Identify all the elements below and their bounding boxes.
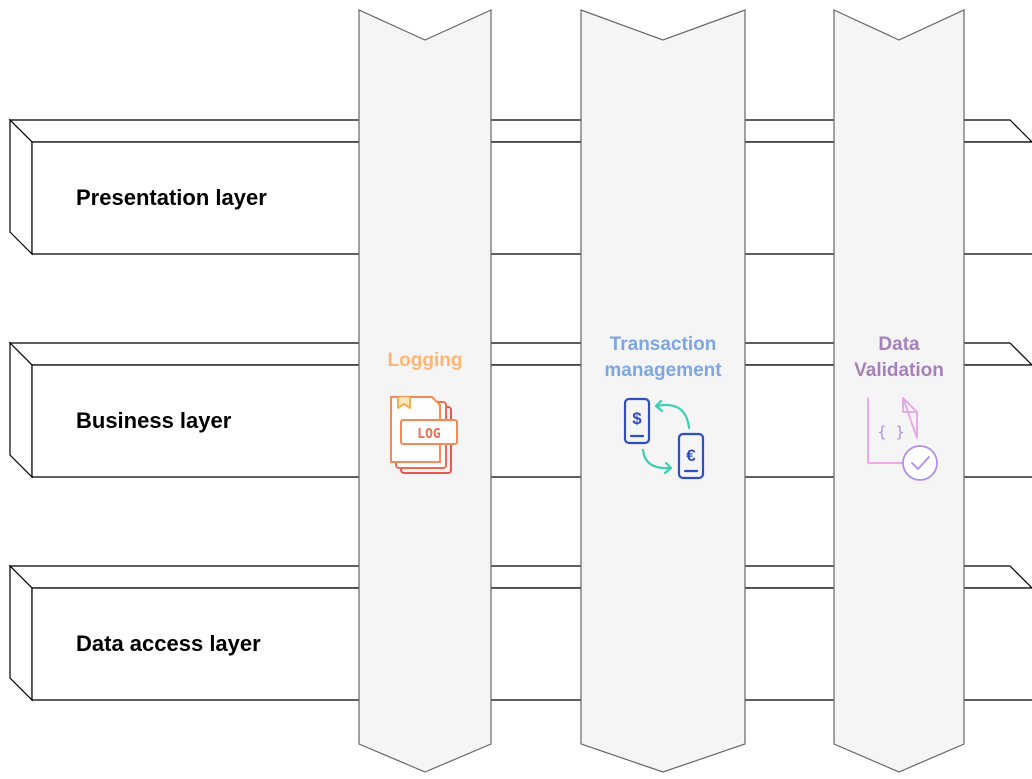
concern-title: Transaction <box>610 334 717 355</box>
code-check-icon: { } <box>867 397 938 481</box>
dollar-glyph: $ <box>632 409 642 428</box>
validation-icon-text: { } <box>877 423 904 441</box>
euro-glyph: € <box>686 446 696 465</box>
concern-logging: Logging LOG <box>358 9 492 773</box>
concern-chevron <box>580 9 746 773</box>
layer-presentation: Presentation layer <box>8 118 1032 256</box>
concern-title: Logging <box>388 350 463 371</box>
layer-slab-front <box>31 364 1032 478</box>
concern-chevron <box>358 9 492 773</box>
layer-label: Data access layer <box>76 631 261 656</box>
layer-slab-side <box>9 118 33 256</box>
currency-exchange-icon: $ € <box>623 397 705 480</box>
concern-data-validation: Data Validation { } <box>833 9 965 773</box>
layer-label: Business layer <box>76 408 232 433</box>
layer-label: Presentation layer <box>76 185 267 210</box>
concern-transaction-management: Transaction management $ € <box>580 9 746 773</box>
layer-slab-side <box>9 564 33 702</box>
concern-title: management <box>604 360 722 381</box>
log-file-icon: LOG <box>390 396 458 474</box>
log-icon-text: LOG <box>417 427 441 442</box>
layer-data-access: Data access layer <box>8 564 1032 702</box>
concern-title: Validation <box>854 360 944 381</box>
concern-title: Data <box>878 334 920 355</box>
layer-slab-front <box>31 587 1032 701</box>
layer-slab-front <box>31 141 1032 255</box>
layer-slab-side <box>9 341 33 479</box>
concern-chevron <box>833 9 965 773</box>
